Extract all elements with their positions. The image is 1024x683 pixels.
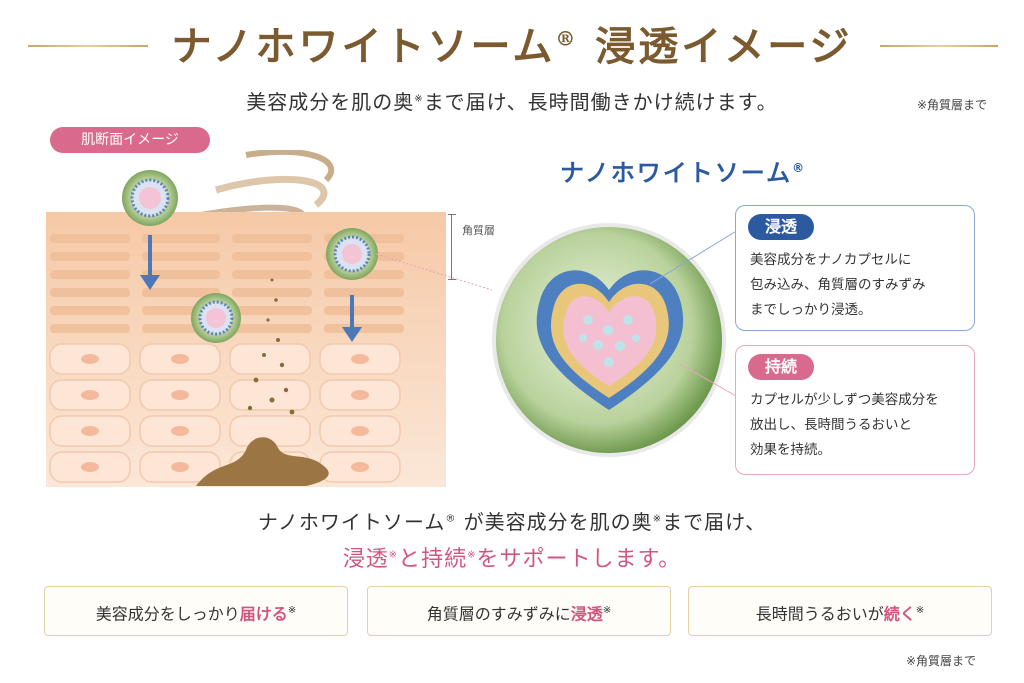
support-c: をサポートします。 [476, 547, 682, 572]
core-particles [579, 315, 640, 367]
melanin-dots [247, 278, 295, 415]
title-reg: ® [555, 26, 579, 51]
penetration-arrows [140, 235, 362, 342]
callout-line: 効果を持続。 [750, 442, 831, 458]
zoom-line [375, 253, 493, 291]
title-tail: 浸透イメージ [578, 23, 853, 70]
callout-body: カプセルが少しずつ美容成分を 放出し、長時間うるおいと 効果を持続。 [750, 388, 964, 463]
callout-line: 美容成分をナノカプセルに [750, 252, 912, 268]
callout-tag: 持続 [748, 354, 814, 380]
support-mark1: ※ [388, 549, 399, 561]
subtitle-mark: ※ [414, 93, 424, 105]
title-main: ナノホワイトソーム [171, 23, 556, 70]
feature-highlight: 浸透 [570, 604, 603, 624]
feature-box: 長時間うるおいが続く※ [688, 586, 992, 636]
swoosh-stroke [215, 175, 328, 208]
feature-highlight: 続く [883, 604, 916, 624]
summary-reg: ® [445, 513, 457, 525]
support-mark2: ※ [467, 549, 477, 561]
capsule-small [122, 170, 178, 226]
callout-tag: 浸透 [748, 214, 814, 240]
title-rule-right [880, 45, 998, 47]
callout-body: 美容成分をナノカプセルに 包み込み、角質層のすみずみ までしっかり浸透。 [750, 248, 964, 323]
stratum-layers [50, 234, 404, 333]
support-line: 浸透※と持続※をサポートします。 [0, 541, 1024, 573]
subtitle-post: まで届け、長時間働きかけ続けます。 [423, 90, 778, 114]
callout-line: 放出し、長時間うるおいと [750, 417, 912, 433]
feature-pre: 長時間うるおいが [755, 604, 884, 624]
support-a: 浸透 [342, 547, 389, 572]
callout-sustain: 持続 カプセルが少しずつ美容成分を 放出し、長時間うるおいと 効果を持続。 [735, 345, 975, 475]
summary-a: ナノホワイトソーム [257, 510, 446, 534]
capsule-large [492, 223, 726, 457]
skin-cross-section [46, 150, 493, 487]
feature-highlight: 届ける [239, 604, 288, 624]
summary-line: ナノホワイトソーム® が美容成分を肌の奥※まで届け、 [0, 506, 1024, 535]
stratum-label: 角質層 [462, 224, 495, 237]
cell-nuclei [81, 354, 369, 472]
capsule-small [326, 228, 378, 280]
capsule-small [191, 293, 241, 343]
summary-b: が美容成分を肌の奥 [456, 510, 653, 534]
callout-connector-blue [650, 229, 739, 285]
feature-mark: ※ [602, 605, 612, 616]
footnote-bottom: ※角質層まで [905, 654, 976, 668]
subtitle-pre: 美容成分を肌の奥 [246, 90, 415, 114]
footnote-top: ※角質層まで [916, 98, 987, 112]
skin-section-label: 肌断面イメージ [50, 127, 210, 153]
feature-mark: ※ [287, 605, 297, 616]
feature-box: 美容成分をしっかり届ける※ [44, 586, 348, 636]
feature-pre: 角質層のすみずみに [426, 604, 571, 624]
summary-c: まで届け、 [662, 510, 767, 534]
nano-label-text: ナノホワイトソーム [560, 159, 793, 187]
subtitle: 美容成分を肌の奥※まで届け、長時間働きかけ続けます。 [0, 86, 1024, 115]
title-rule-left [28, 45, 148, 47]
callout-line: 包み込み、角質層のすみずみ [750, 277, 926, 293]
page-title: ナノホワイトソーム® 浸透イメージ [0, 14, 1024, 72]
callout-line: カプセルが少しずつ美容成分を [750, 392, 939, 408]
support-b: と持続 [398, 547, 468, 572]
stratum-bracket [448, 214, 456, 280]
nano-label-reg: ® [792, 161, 807, 175]
summary-mark: ※ [652, 513, 663, 525]
feature-pre: 美容成分をしっかり [95, 604, 240, 624]
feature-mark: ※ [915, 605, 925, 616]
melanocyte [196, 437, 329, 486]
callout-connector-pink [680, 363, 737, 397]
feature-box: 角質層のすみずみに浸透※ [367, 586, 671, 636]
callout-line: までしっかり浸透。 [750, 302, 872, 318]
swoosh-stroke [245, 150, 335, 183]
callout-penetration: 浸透 美容成分をナノカプセルに 包み込み、角質層のすみずみ までしっかり浸透。 [735, 205, 975, 331]
nano-label: ナノホワイトソーム® [560, 153, 806, 188]
